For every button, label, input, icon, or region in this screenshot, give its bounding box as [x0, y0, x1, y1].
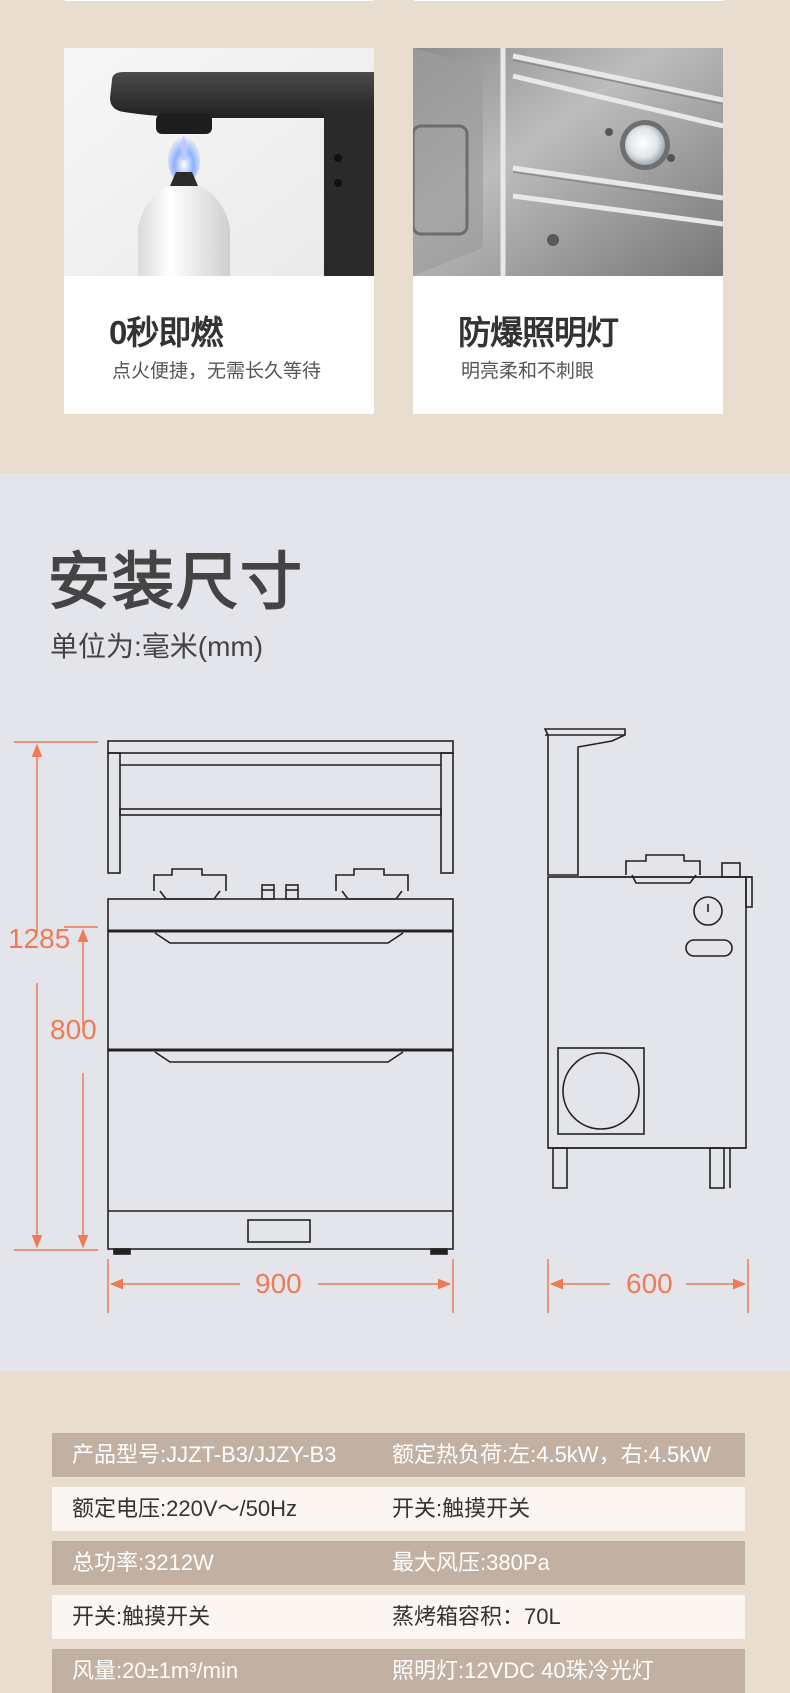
spec-left: 产品型号:JJZT-B3/JJZY-B3: [72, 1442, 337, 1467]
install-unit-label: 单位为:毫米(mm): [50, 631, 264, 662]
feature-card-ignition: 0秒即燃 点火便捷，无需长久等待: [64, 48, 374, 414]
previous-card-edge: [65, 0, 373, 1]
previous-card-edge: [414, 0, 724, 1]
spec-right: 额定热负荷:左:4.5kW，右:4.5kW: [392, 1442, 712, 1467]
spec-right: 蒸烤箱容积：70L: [392, 1604, 561, 1629]
feature-subtitle: 点火便捷，无需长久等待: [112, 361, 322, 382]
install-dimensions-section: 安装尺寸 单位为:毫米(mm) 1285 800 900: [0, 473, 790, 1371]
front-view-outline: [107, 740, 454, 1255]
install-title: 安装尺寸: [48, 548, 305, 617]
spec-right: 开关:触摸开关: [392, 1496, 531, 1521]
ignition-burner-photo: [64, 48, 374, 276]
spec-left: 总功率:3212W: [72, 1550, 214, 1575]
spec-left: 额定电压:220V～/50Hz: [72, 1496, 297, 1521]
dimension-800: 800: [50, 1014, 97, 1045]
spec-row: 开关:触摸开关 蒸烤箱容积：70L: [52, 1595, 745, 1639]
spec-row: 总功率:3212W 最大风压:380Pa: [52, 1541, 745, 1585]
dimension-900: 900: [255, 1268, 302, 1299]
dimension-600: 600: [626, 1268, 673, 1299]
spec-right: 照明灯:12VDC 40珠冷光灯: [392, 1658, 654, 1683]
spec-left: 开关:触摸开关: [72, 1604, 211, 1629]
spec-row: 产品型号:JJZT-B3/JJZY-B3 额定热负荷:左:4.5kW，右:4.5…: [52, 1433, 745, 1477]
feature-card-lamp: 防爆照明灯 明亮柔和不刺眼: [413, 48, 723, 414]
feature-section: 0秒即燃 点火便捷，无需长久等待: [0, 0, 790, 473]
dimension-1285: 1285: [8, 923, 70, 954]
feature-title: 防爆照明灯: [458, 314, 619, 351]
side-view-outline: [543, 728, 753, 1189]
spec-row: 额定电压:220V～/50Hz 开关:触摸开关: [52, 1487, 745, 1531]
feature-title: 0秒即燃: [109, 314, 223, 351]
spec-left: 风量:20±1m³/min: [72, 1658, 239, 1683]
spec-right: 最大风压:380Pa: [392, 1550, 550, 1575]
dimension-drawing: 1285 800 900 600: [8, 728, 753, 1313]
spec-table: 产品型号:JJZT-B3/JJZY-B3 额定热负荷:左:4.5kW，右:4.5…: [0, 1371, 790, 1693]
feature-subtitle: 明亮柔和不刺眼: [461, 361, 595, 382]
oven-lamp-photo: [413, 48, 723, 276]
spec-row: 风量:20±1m³/min 照明灯:12VDC 40珠冷光灯: [52, 1649, 745, 1693]
